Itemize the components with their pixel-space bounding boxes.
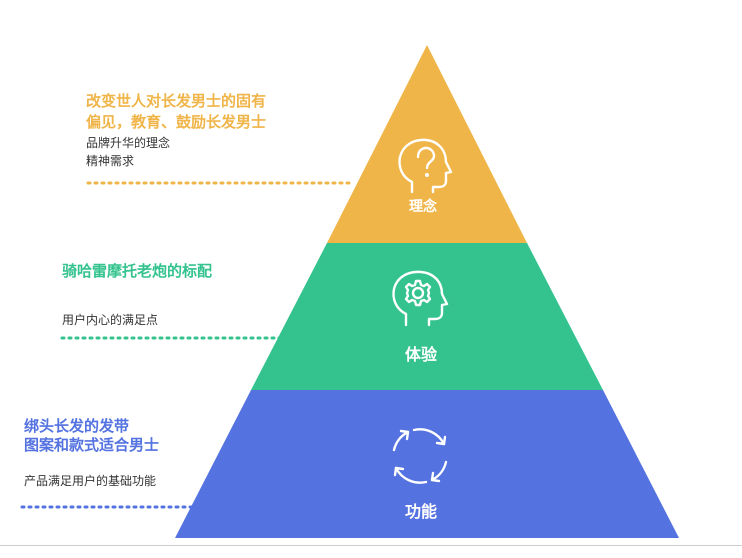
annotation-heading-bottom-line2: 图案和款式适合男士 bbox=[24, 436, 160, 454]
pyramid-tier-bottom bbox=[175, 390, 679, 538]
head-gear-icon bbox=[392, 270, 449, 327]
annotation-heading-middle: 骑哈雷摩托老炮的标配 bbox=[62, 262, 213, 280]
annotation-sub-bottom: 产品满足用户的基础功能 bbox=[24, 474, 157, 488]
annotation-heading-top-line1: 改变世人对长发男士的固有 bbox=[86, 92, 267, 110]
head-question-icon bbox=[398, 138, 453, 194]
layer-label-bottom: 功能 bbox=[404, 502, 437, 521]
layer-label-middle: 体验 bbox=[404, 345, 437, 364]
annotation-sub-top-line1: 品牌升华的理念 bbox=[86, 136, 171, 150]
pyramid-tier-middle bbox=[251, 243, 603, 390]
layer-label-top: 理念 bbox=[409, 199, 437, 215]
bottom-divider bbox=[0, 545, 742, 546]
annotation-heading-top-line2: 偏见，教育、鼓励长发男士 bbox=[86, 113, 267, 131]
annotation-heading-bottom-line1: 绑头长发的发带 bbox=[24, 417, 130, 435]
annotation-sub-top-line2: 精神需求 bbox=[86, 154, 135, 168]
refresh-arrows-icon bbox=[392, 428, 448, 484]
annotation-sub-middle: 用户内心的满足点 bbox=[62, 313, 159, 327]
pyramid-tier-top bbox=[327, 45, 527, 243]
